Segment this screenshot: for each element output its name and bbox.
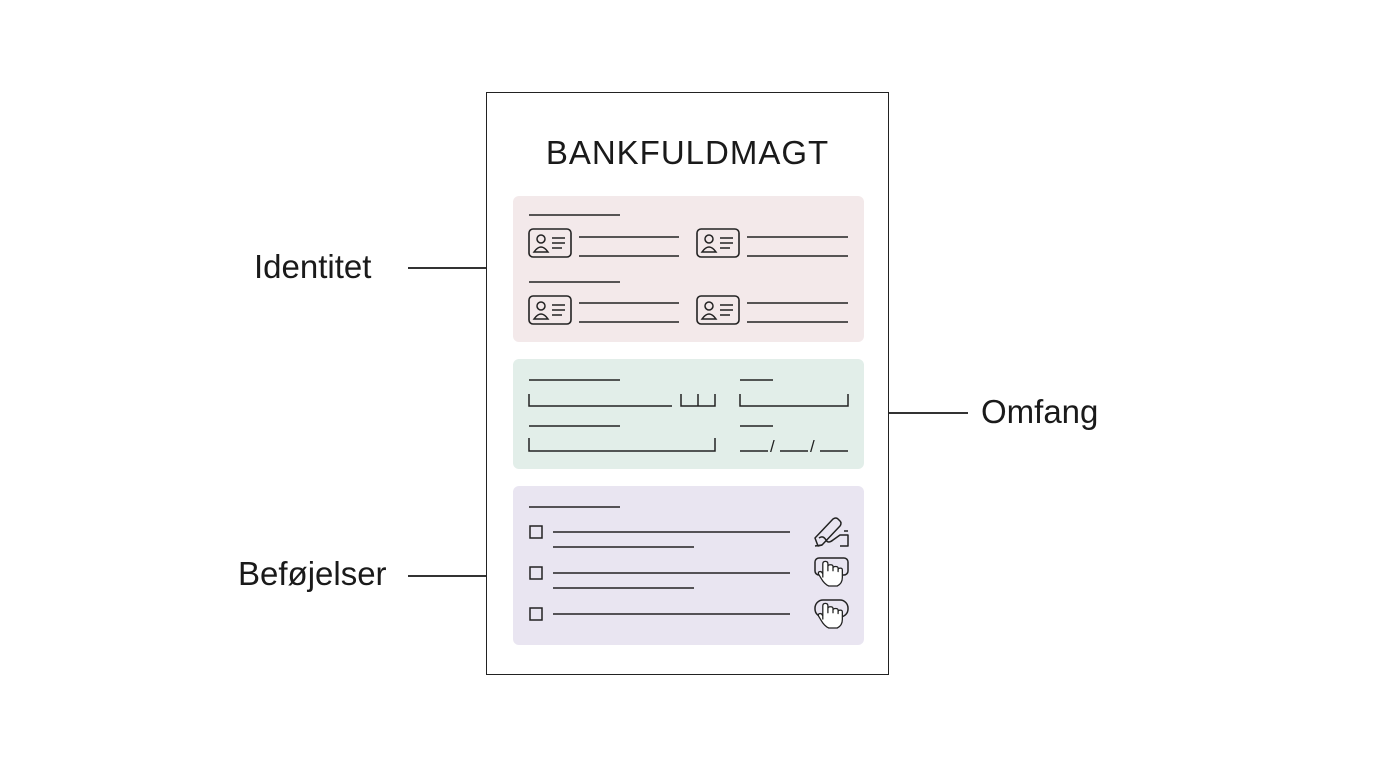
document-title: BANKFULDMAGT bbox=[545, 134, 830, 171]
checkbox bbox=[529, 607, 543, 621]
callout-scope-label: Omfang bbox=[981, 393, 1099, 430]
date-separator: / bbox=[770, 437, 775, 456]
callout-powers-label: Beføjelser bbox=[238, 555, 387, 592]
id-card-icon bbox=[528, 295, 572, 325]
pen-signature-icon bbox=[814, 517, 849, 547]
id-card-icon bbox=[696, 228, 740, 258]
powers-section bbox=[513, 486, 864, 645]
hand-tap-icon bbox=[814, 557, 849, 587]
checkbox bbox=[529, 566, 543, 580]
callout-identity-label: Identitet bbox=[254, 248, 372, 285]
scope-fields bbox=[528, 379, 849, 452]
checkbox bbox=[529, 525, 543, 539]
date-separator: / bbox=[810, 437, 815, 456]
id-card-icon bbox=[696, 295, 740, 325]
callout-scope-line bbox=[864, 412, 968, 414]
callout-powers-line bbox=[408, 575, 513, 577]
id-card-icon bbox=[528, 228, 572, 258]
identity-fields bbox=[528, 214, 848, 325]
hand-tap-icon bbox=[814, 599, 849, 629]
callout-identity-line bbox=[408, 267, 513, 269]
powers-fields bbox=[529, 506, 790, 621]
